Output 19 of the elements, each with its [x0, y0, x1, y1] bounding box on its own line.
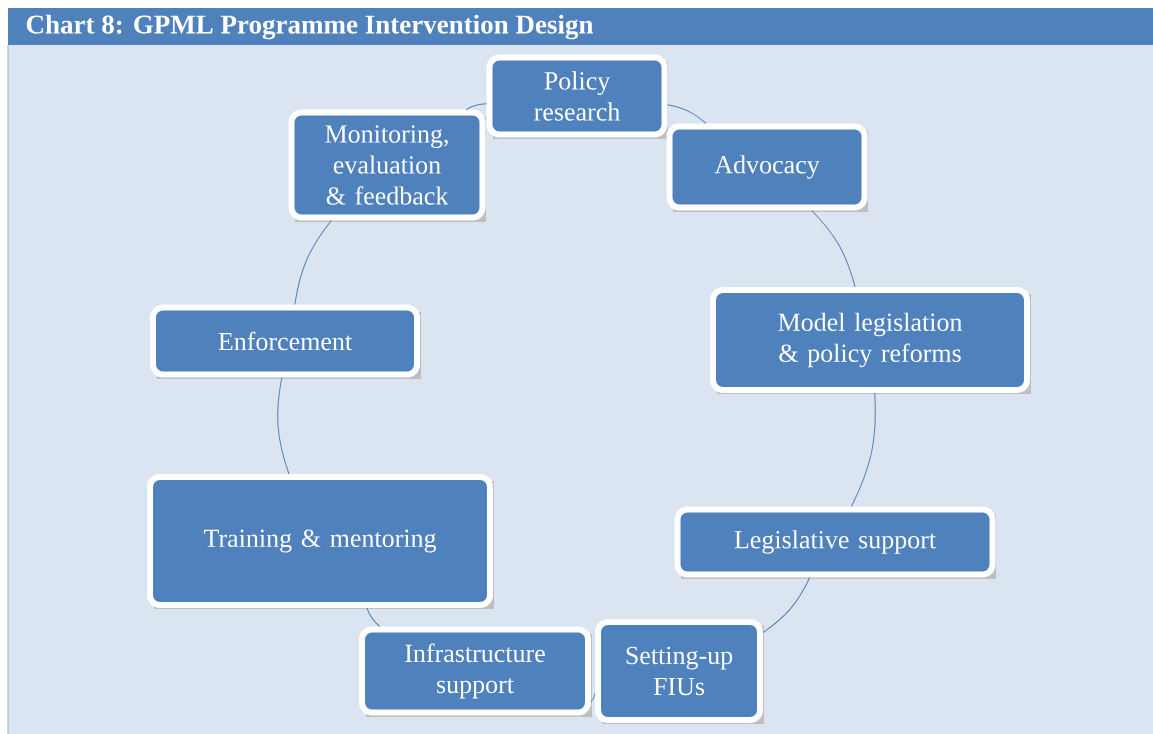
connector-line	[667, 104, 707, 124]
process-box: Training & mentoring	[147, 474, 494, 609]
process-box: Policy research	[486, 54, 668, 139]
title-bar: Chart 8: GPML Programme Intervention Design	[8, 8, 1153, 45]
connector-line	[762, 577, 811, 634]
connector-line	[590, 692, 596, 703]
process-box: Legislative support	[674, 506, 996, 579]
process-box: Monitoring, evaluation & feedback	[288, 109, 486, 222]
process-box: Model legislation & policy reforms	[710, 287, 1031, 394]
process-box: Enforcement	[150, 304, 421, 379]
connector-line	[850, 392, 876, 507]
process-box: Setting-up FIUs	[595, 619, 764, 724]
connector-line	[366, 607, 381, 627]
process-box: Infrastructure support	[359, 626, 592, 717]
connector-line	[294, 220, 332, 305]
connector-line	[811, 210, 856, 288]
connector-line	[277, 377, 290, 475]
connector-line	[465, 103, 487, 110]
process-box: Advocacy	[666, 123, 868, 212]
